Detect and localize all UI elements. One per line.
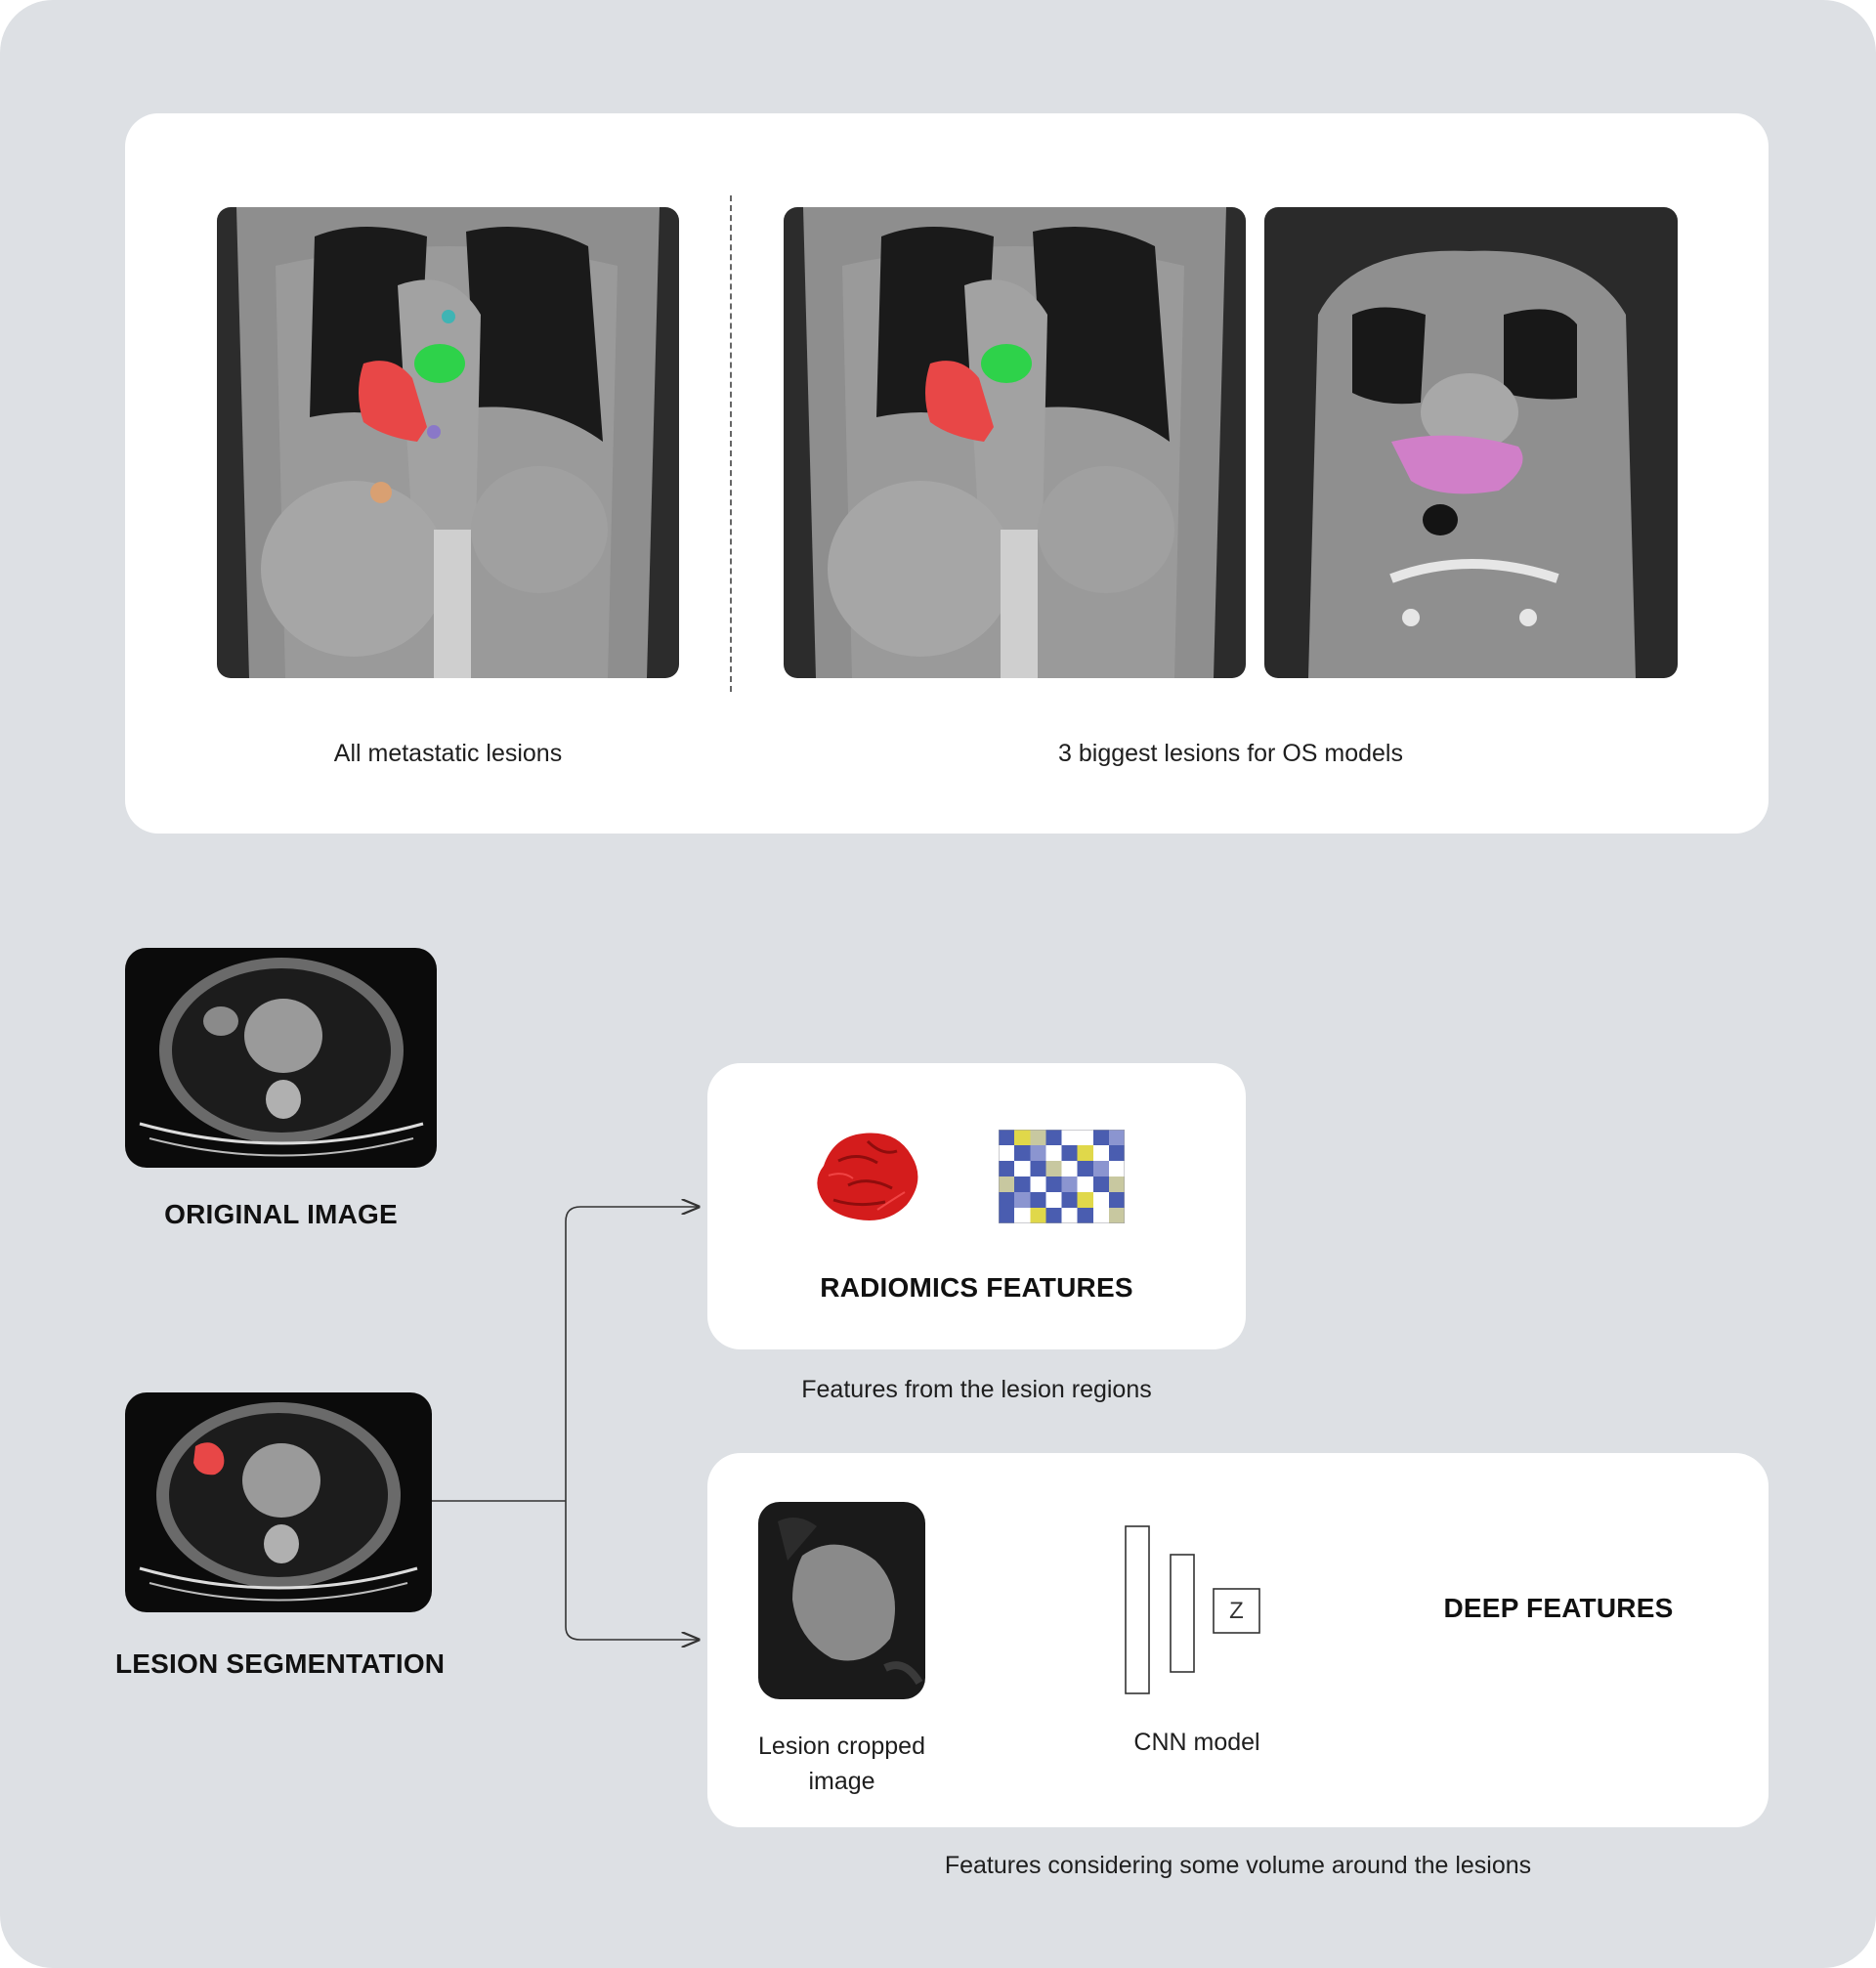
lesion-3d-render-icon	[809, 1122, 926, 1231]
deep-features-title: DEEP FEATURES	[1443, 1593, 1674, 1623]
radiomics-features-card	[707, 1063, 1246, 1349]
lesion-segmentation-ct-image	[125, 1392, 432, 1612]
lesion-cropped-label: Lesion cropped image	[758, 1733, 925, 1795]
all-lesions-caption: All metastatic lesions	[333, 740, 563, 767]
section-divider	[730, 195, 732, 692]
original-image-label: ORIGINAL IMAGE	[164, 1199, 398, 1229]
lesion-cropped-image	[758, 1502, 925, 1699]
deep-features-caption: Features considering some volume around …	[944, 1852, 1532, 1879]
latent-z-symbol: Z	[1229, 1598, 1244, 1624]
lesion-segmentation-label: LESION SEGMENTATION	[115, 1648, 446, 1679]
ct-coronal-posterior-lesion-image	[1264, 207, 1678, 678]
cnn-model-label: CNN model	[1133, 1729, 1260, 1756]
cnn-model-diagram	[1124, 1524, 1260, 1695]
radiomics-features-caption: Features from the lesion regions	[801, 1376, 1152, 1403]
biggest-lesions-caption: 3 biggest lesions for OS models	[1058, 740, 1403, 767]
original-ct-axial-image	[125, 948, 437, 1168]
ct-coronal-biggest-lesions-image	[784, 207, 1246, 678]
radiomics-feature-matrix-icon	[998, 1129, 1126, 1224]
radiomics-features-title: RADIOMICS FEATURES	[820, 1272, 1133, 1303]
ct-coronal-all-lesions-image	[217, 207, 679, 678]
